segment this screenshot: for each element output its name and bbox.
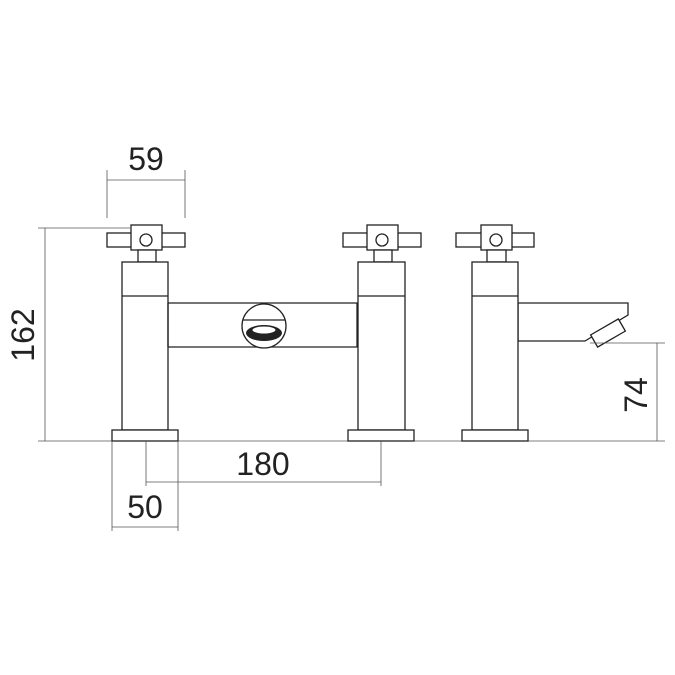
front-spout-outlet xyxy=(241,303,287,349)
svg-text:162: 162 xyxy=(5,308,41,361)
svg-text:74: 74 xyxy=(618,377,654,413)
svg-text:50: 50 xyxy=(127,489,163,525)
dimension-spout-height: 74 xyxy=(590,342,665,441)
right-tap xyxy=(342,224,422,442)
svg-text:180: 180 xyxy=(236,446,289,482)
side-view-tap xyxy=(455,224,629,442)
dimension-base-width: 50 xyxy=(111,441,179,531)
dimension-total-height: 162 xyxy=(5,227,130,441)
left-tap xyxy=(106,224,186,442)
dimension-tap-centres: 180 xyxy=(145,441,382,486)
svg-text:59: 59 xyxy=(128,141,164,177)
dimension-handle-width: 59 xyxy=(106,141,186,218)
